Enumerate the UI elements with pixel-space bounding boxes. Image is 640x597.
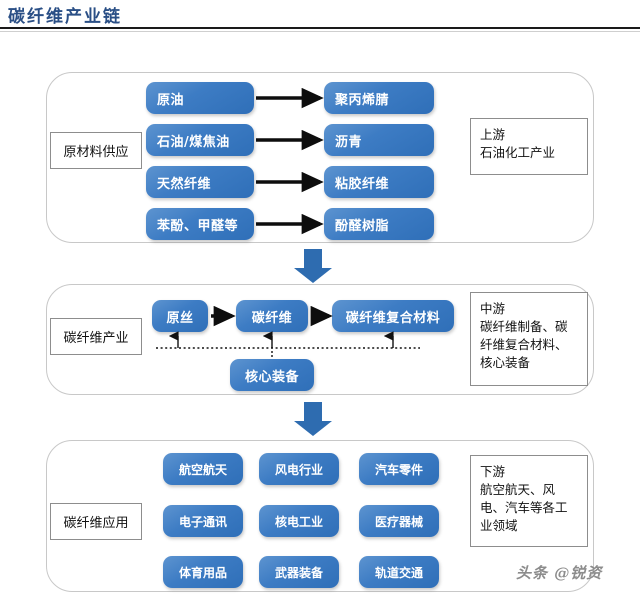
watermark: 头条 @锐资	[516, 564, 603, 582]
node-application-nuclear-industry[interactable]: 核电工业	[259, 505, 339, 537]
node-application-medical-devices[interactable]: 医疗器械	[359, 505, 439, 537]
summary-box-downstream: 下游 航空航天、风 电、汽车等各工 业领域	[470, 455, 588, 547]
node-application-sporting-goods[interactable]: 体育用品	[163, 556, 243, 588]
node-application-weapons[interactable]: 武器装备	[259, 556, 339, 588]
node-application-auto-parts[interactable]: 汽车零件	[359, 453, 439, 485]
title-bar: 碳纤维产业链	[0, 0, 640, 34]
node-product-phenolic-resin[interactable]: 酚醛树脂	[324, 208, 434, 240]
node-raw-phenol-formaldehyde[interactable]: 苯酚、甲醛等	[146, 208, 254, 240]
node-product-viscose-fiber[interactable]: 粘胶纤维	[324, 166, 434, 198]
node-application-wind-power[interactable]: 风电行业	[259, 453, 339, 485]
node-raw-petroleum-coal-tar[interactable]: 石油/煤焦油	[146, 124, 254, 156]
node-raw-natural-fiber[interactable]: 天然纤维	[146, 166, 254, 198]
page-title: 碳纤维产业链	[8, 7, 122, 27]
stage-connector-arrow-2	[294, 402, 332, 436]
stage-label-midstream: 碳纤维产业	[50, 318, 142, 355]
stage-connector-arrow-1	[294, 249, 332, 283]
node-carbon-fiber-composite[interactable]: 碳纤维复合材料	[332, 300, 454, 332]
node-carbon-fiber[interactable]: 碳纤维	[236, 300, 308, 332]
node-application-aerospace[interactable]: 航空航天	[163, 453, 243, 485]
node-product-polyacrylonitrile[interactable]: 聚丙烯腈	[324, 82, 434, 114]
summary-box-midstream: 中游 碳纤维制备、碳 纤维复合材料、 核心装备	[470, 292, 588, 386]
summary-box-upstream: 上游 石油化工产业	[470, 118, 588, 175]
node-precursor-fiber[interactable]: 原丝	[152, 300, 208, 332]
stage-label-downstream: 碳纤维应用	[50, 503, 142, 540]
node-product-pitch[interactable]: 沥青	[324, 124, 434, 156]
node-application-electronics[interactable]: 电子通讯	[163, 505, 243, 537]
node-application-rail-transit[interactable]: 轨道交通	[359, 556, 439, 588]
node-core-equipment[interactable]: 核心装备	[230, 359, 314, 391]
stage-label-upstream: 原材料供应	[50, 132, 142, 169]
title-divider-secondary	[0, 31, 640, 32]
title-divider	[0, 27, 640, 29]
node-raw-crude-oil[interactable]: 原油	[146, 82, 254, 114]
